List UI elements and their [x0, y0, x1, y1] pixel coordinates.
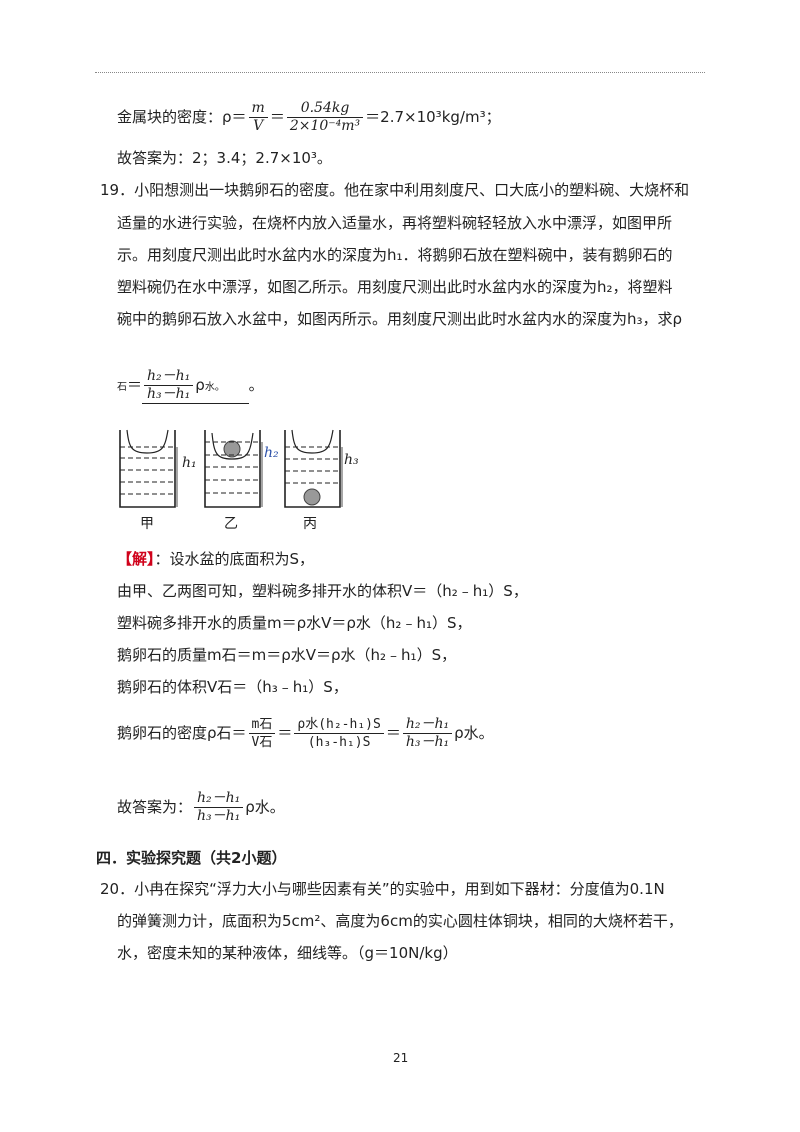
beaker-figure [119, 429, 343, 508]
label-yi: 乙 [224, 516, 238, 532]
beaker-bing [284, 429, 343, 508]
metal-density-prefix: 金属块的密度：ρ＝ [117, 108, 247, 126]
solution-tag: 【解】 [117, 550, 155, 568]
q19-text-line-5: 碗中的鹅卵石放入水盆中，如图丙所示。用刻度尺测出此时水盆内水的深度为h₃，求ρ [117, 310, 683, 328]
q19-text-line-4: 塑料碗仍在水中漂浮，如图乙所示。用刻度尺测出此时水盆内水的深度为h₂，将塑料 [117, 278, 673, 296]
answer-line-18: 故答案为：2；3.4；2.7×10³。 [117, 149, 332, 167]
section-heading: 四．实验探究题（共2小题） [96, 849, 287, 867]
q19-text-line-2: 适量的水进行实验，在烧杯内放入适量水，再将塑料碗轻轻放入水中漂浮，如图甲所 [117, 214, 673, 232]
label-jia: 甲 [140, 516, 154, 532]
label-bing: 丙 [303, 516, 317, 532]
beaker-jia [119, 429, 178, 508]
header-divider [95, 72, 705, 73]
q20-text-line-2: 的弹簧测力计，底面积为5cm²、高度为6cm的实心圆柱体铜块，相同的大烧杯若干， [117, 912, 683, 930]
solution-line-2: 由甲、乙两图可知，塑料碗多排开水的体积V＝（h₂﹣h₁）S， [117, 582, 528, 600]
q19-text-line-1: 19．小阳想测出一块鹅卵石的密度。他在家中利用刻度尺、口大底小的塑料碗、大烧杯和 [100, 181, 690, 199]
label-h2: h₂ [264, 445, 279, 461]
solution-line-4: 鹅卵石的质量m石＝m＝ρ水V＝ρ水（h₂﹣h₁）S， [117, 646, 457, 664]
label-h1: h₁ [182, 455, 197, 471]
pebble-in-bowl [223, 440, 241, 458]
q19-text-line-3: 示。用刻度尺测出此时水盆内水的深度为h₁．将鹅卵石放在塑料碗中，装有鹅卵石的 [117, 246, 673, 264]
q20-text-line-1: 20．小冉在探究“浮力大小与哪些因素有关”的实验中，用到如下器材：分度值为0.1… [100, 880, 665, 898]
beaker-yi [204, 430, 263, 508]
metal-density-result: ＝2.7×10³kg/m³； [365, 108, 501, 126]
q20-text-line-3: 水，密度未知的某种液体，细线等。（g＝10N/kg） [117, 944, 458, 962]
solution-line-1: 【解】：设水盆的底面积为S， [117, 550, 315, 568]
page-number: 21 [393, 1051, 409, 1065]
solution-line-5: 鹅卵石的体积V石＝（h₃﹣h₁）S， [117, 678, 348, 696]
label-h3: h₃ [344, 452, 359, 468]
solution-line-3: 塑料碗多排开水的质量m＝ρ水V＝ρ水（h₂﹣h₁）S， [117, 614, 472, 632]
pebble-at-bottom [303, 488, 321, 506]
